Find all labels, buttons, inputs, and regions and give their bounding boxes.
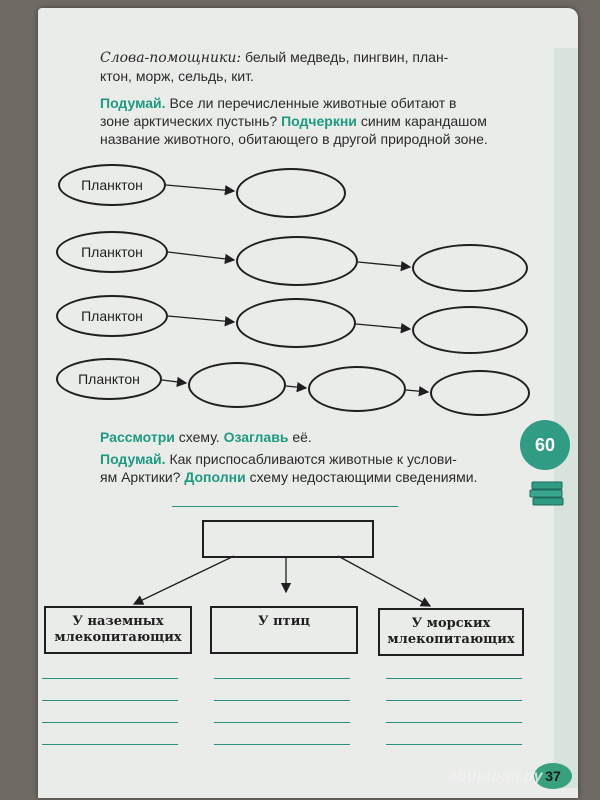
watermark: абиринт.ру (448, 768, 543, 785)
page-number: 37 (534, 763, 572, 789)
answer-line[interactable] (42, 678, 178, 679)
chain3-node2[interactable] (236, 298, 356, 348)
think-keyword: Подумай. (100, 95, 166, 111)
chain4-node4[interactable] (430, 370, 530, 416)
task1-line1: Все ли перечисленные животные обитают в (169, 95, 457, 111)
complete-keyword: Дополни (184, 469, 246, 485)
answer-line[interactable] (42, 700, 178, 701)
task2-line-a: Рассмотри схему. Озаглавь её. (100, 428, 540, 446)
task2-line2: ям Арктики? (100, 469, 181, 485)
answer-line[interactable] (42, 744, 178, 745)
chain4-node2[interactable] (188, 362, 286, 408)
answer-line[interactable] (386, 700, 522, 701)
title-keyword: Озаглавь (223, 429, 289, 445)
task1-text: Подумай. Все ли перечисленные животные о… (100, 94, 550, 148)
answer-line[interactable] (214, 744, 350, 745)
helpers-line2: ктон, морж, сельдь, кит. (100, 68, 254, 84)
task1-line2b: синим карандашом (360, 113, 487, 129)
scheme-word: схему. (178, 429, 220, 445)
task1-line2: зоне арктических пустынь? (100, 113, 278, 129)
books-icon (529, 481, 564, 506)
helpers-line1: белый медведь, пингвин, план- (245, 49, 449, 65)
helper-words: Слова-помощники: белый медведь, пингвин,… (100, 48, 540, 85)
task2-line2b: схему недостающими сведениями. (249, 469, 478, 485)
answer-line[interactable] (386, 722, 522, 723)
box-land-mammals: У наземных млекопитающих (44, 606, 192, 654)
chain2-node3[interactable] (412, 244, 528, 292)
answer-line[interactable] (214, 722, 350, 723)
chain2-plankton: Планктон (56, 231, 168, 273)
box-birds: У птиц (210, 606, 358, 654)
scheme-top-box[interactable] (202, 520, 374, 558)
box-sea-mammals: У морских млекопитающих (378, 608, 524, 656)
underline-keyword: Подчеркни (281, 113, 357, 129)
chain3-plankton: Планктон (56, 295, 168, 337)
node-label: Планктон (78, 371, 140, 387)
it-word: её. (292, 429, 312, 445)
chain1-node2[interactable] (236, 168, 346, 218)
node-label: Планктон (81, 177, 143, 193)
page-margin-strip (554, 48, 578, 788)
chain3-node3[interactable] (412, 306, 528, 354)
helpers-label: Слова-помощники: (100, 50, 242, 66)
answer-line[interactable] (386, 678, 522, 679)
answer-line[interactable] (214, 678, 350, 679)
task1-line3: название животного, обитающего в другой … (100, 131, 488, 147)
workbook-page: Слова-помощники: белый медведь, пингвин,… (38, 8, 578, 798)
think2-keyword: Подумай. (100, 451, 166, 467)
task2-line1: Как приспосабливаются животные к услови- (169, 451, 457, 467)
answer-line[interactable] (386, 744, 522, 745)
scheme-title-line[interactable] (172, 506, 398, 507)
page-badge: 60 (520, 420, 570, 470)
look-keyword: Рассмотри (100, 429, 175, 445)
task2-text: Подумай. Как приспосабливаются животные … (100, 450, 550, 486)
answer-line[interactable] (42, 722, 178, 723)
chain4-plankton: Планктон (56, 358, 162, 400)
answer-line[interactable] (214, 700, 350, 701)
node-label: Планктон (81, 244, 143, 260)
chain2-node2[interactable] (236, 236, 358, 286)
node-label: Планктон (81, 308, 143, 324)
chain4-node3[interactable] (308, 366, 406, 412)
chain1-plankton: Планктон (58, 164, 166, 206)
